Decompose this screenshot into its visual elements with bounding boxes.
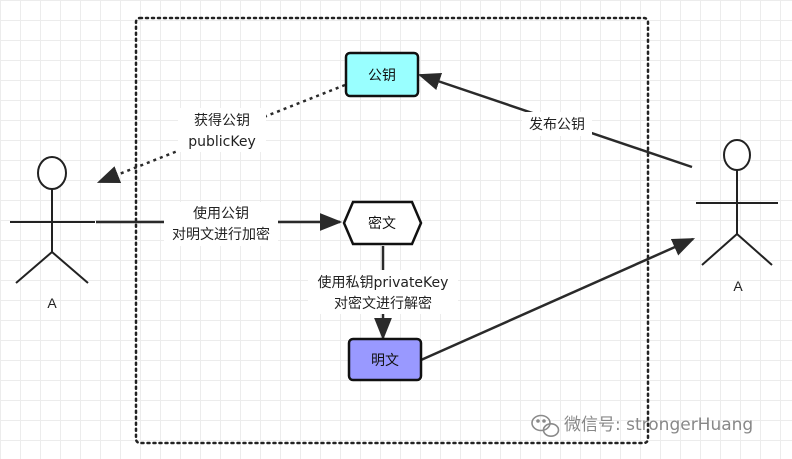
actor-right (696, 139, 778, 266)
decrypt-label-line1: 使用私钥privateKey (318, 274, 449, 291)
deliver-arrow (420, 237, 696, 362)
decrypt-label-line2: 对密文进行解密 (334, 295, 432, 312)
ciphertext-label: 密文 (368, 215, 396, 232)
wechat-icon (531, 414, 560, 437)
actor-left (10, 156, 95, 284)
public-key-label: 公钥 (368, 68, 396, 84)
encrypt-label-line1: 使用公钥 (193, 205, 249, 222)
plaintext-label: 明文 (371, 353, 399, 369)
watermark-text: 微信号: strongerHuang (564, 415, 753, 435)
obtain-key-label-line2: publicKey (188, 134, 256, 150)
plaintext-node (347, 337, 423, 382)
encrypt-label-line2: 对明文进行加密 (172, 226, 270, 243)
actor-left-label: A (47, 295, 57, 311)
obtain-key-label-line1: 获得公钥 (194, 112, 250, 129)
boundary-box (134, 16, 650, 445)
ciphertext-node (342, 200, 423, 246)
public-key-node (344, 51, 420, 98)
publish-key-label: 发布公钥 (529, 117, 585, 133)
actor-right-label: A (733, 278, 743, 294)
obtain-key-arrow (96, 83, 346, 184)
